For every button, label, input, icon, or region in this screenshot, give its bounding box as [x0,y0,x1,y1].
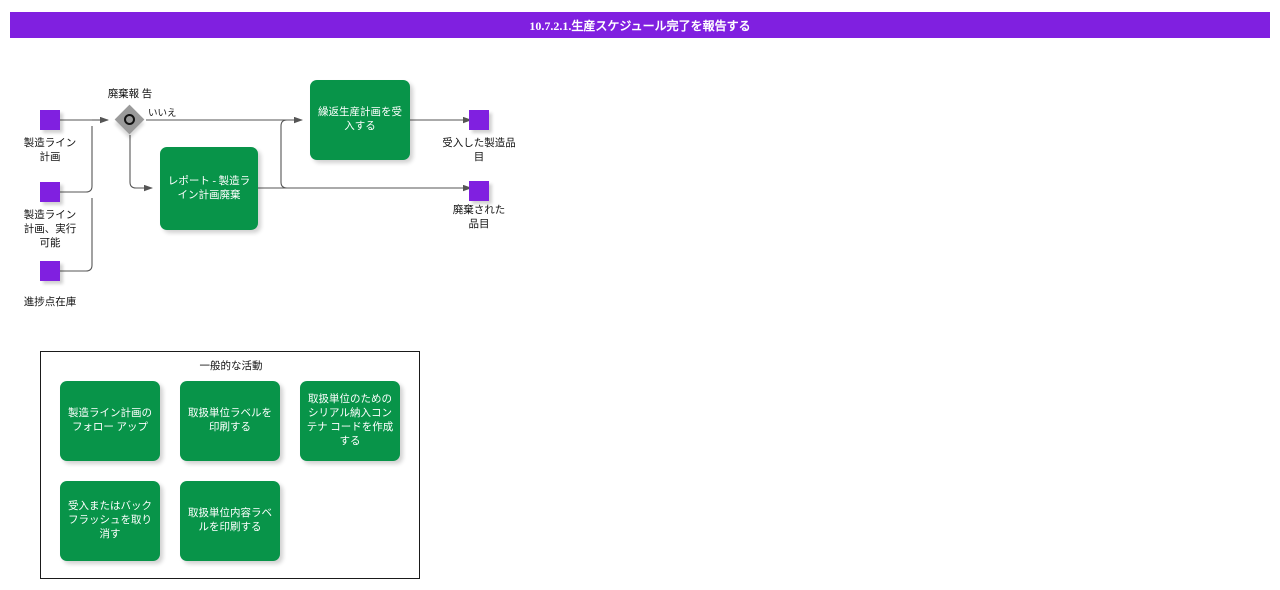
activity-box-label: 製造ライン計画のフォロー アップ [68,408,152,433]
data-node-label-received-manufactured-item: 受入した製造品 目 [442,138,516,163]
data-node-label-work-in-process-inventory: 進捗点在庫 [23,297,77,308]
activity-box-follow-up-manufacturing-line-schedule[interactable]: 製造ライン計画のフォロー アップ [60,381,160,461]
process-box-label: 繰返生産計画を受入する [318,107,402,132]
activity-box-print-handling-unit-label[interactable]: 取扱単位ラベルを印刷する [180,381,280,461]
page-title: 10.7.2.1.生産スケジュール完了を報告する [529,18,751,33]
activity-box-print-handling-unit-content-label[interactable]: 取扱単位内容ラベルを印刷する [180,481,280,561]
activity-box-label: 受入またはバックフラッシュを取り消す [68,501,152,540]
activity-box-label: 取扱単位内容ラベルを印刷する [188,508,272,533]
data-node-label-manufacturing-line-schedule: 製造ライン 計画 [23,138,77,163]
process-box-receive-repetitive-production-schedule[interactable]: 繰返生産計画を受入する [310,80,410,160]
decision-label-scrap-report: 廃棄報 告 [107,89,153,100]
data-node-received-manufactured-item[interactable] [469,110,489,130]
activity-box-cancel-receipt-or-backflush[interactable]: 受入またはバックフラッシュを取り消す [60,481,160,561]
common-activities-title: 一般的な活動 [199,361,263,372]
branch-label-no: いいえ [148,109,177,119]
diamond-core-icon [124,114,135,125]
data-node-manufacturing-line-schedule-releasable[interactable] [40,182,60,202]
decision-node-scrap-report[interactable] [114,104,145,135]
page-title-bar: 10.7.2.1.生産スケジュール完了を報告する [10,12,1270,38]
process-box-label: レポート - 製造ライン計画廃棄 [167,175,251,201]
activity-box-label: 取扱単位ラベルを印刷する [188,408,272,433]
data-node-label-scrapped-item: 廃棄された 品目 [452,205,506,230]
data-node-scrapped-item[interactable] [469,181,489,201]
activity-box-create-serial-shipping-container-code[interactable]: 取扱単位のためのシリアル納入コンテナ コードを作成する [300,381,400,461]
activity-box-label: 取扱単位のためのシリアル納入コンテナ コードを作成する [306,394,394,447]
process-box-report-manufacturing-line-schedule-scrap[interactable]: レポート - 製造ライン計画廃棄 [160,147,258,230]
data-node-manufacturing-line-schedule[interactable] [40,110,60,130]
data-node-label-manufacturing-line-schedule-releasable: 製造ライン 計画、実行 可能 [23,210,77,249]
data-node-work-in-process-inventory[interactable] [40,261,60,281]
